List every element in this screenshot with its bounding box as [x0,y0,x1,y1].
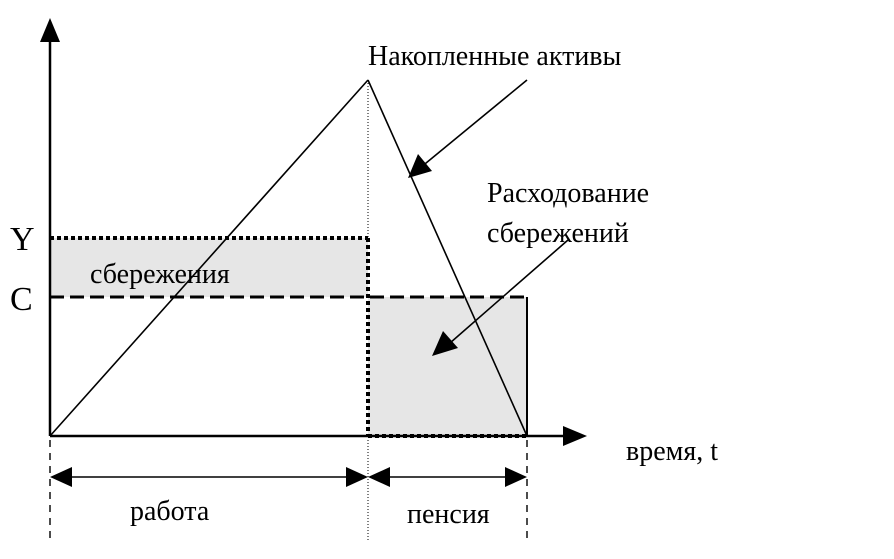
work-arrow-left-head [50,467,72,487]
dissaving-area [368,297,527,436]
label-spending-line2: сбережений [487,218,629,249]
label-time-axis: время, t [626,436,718,467]
spending-pointer-arrowhead [432,331,458,356]
label-work: работа [130,496,210,527]
assets-pointer-arrowhead [408,154,432,178]
label-savings: сбережения [90,259,230,290]
assets-falling-line [367,79,528,437]
pension-arrow-right-head [505,467,527,487]
assets-pointer-arrow [419,79,528,169]
label-pension: пенсия [407,499,490,530]
label-c: C [10,281,33,318]
label-accumulated-assets: Накопленные активы [368,41,622,72]
work-arrow-right-head [346,467,368,487]
pension-arrow-left-head [368,467,390,487]
savings-area [50,238,368,297]
spending-pointer-arrow [449,239,569,344]
label-spending-line1: Расходование [487,178,649,209]
label-y: Y [10,221,35,258]
assets-rising-line [49,79,369,437]
x-axis-arrowhead [563,426,587,446]
y-axis-arrowhead [40,18,60,42]
